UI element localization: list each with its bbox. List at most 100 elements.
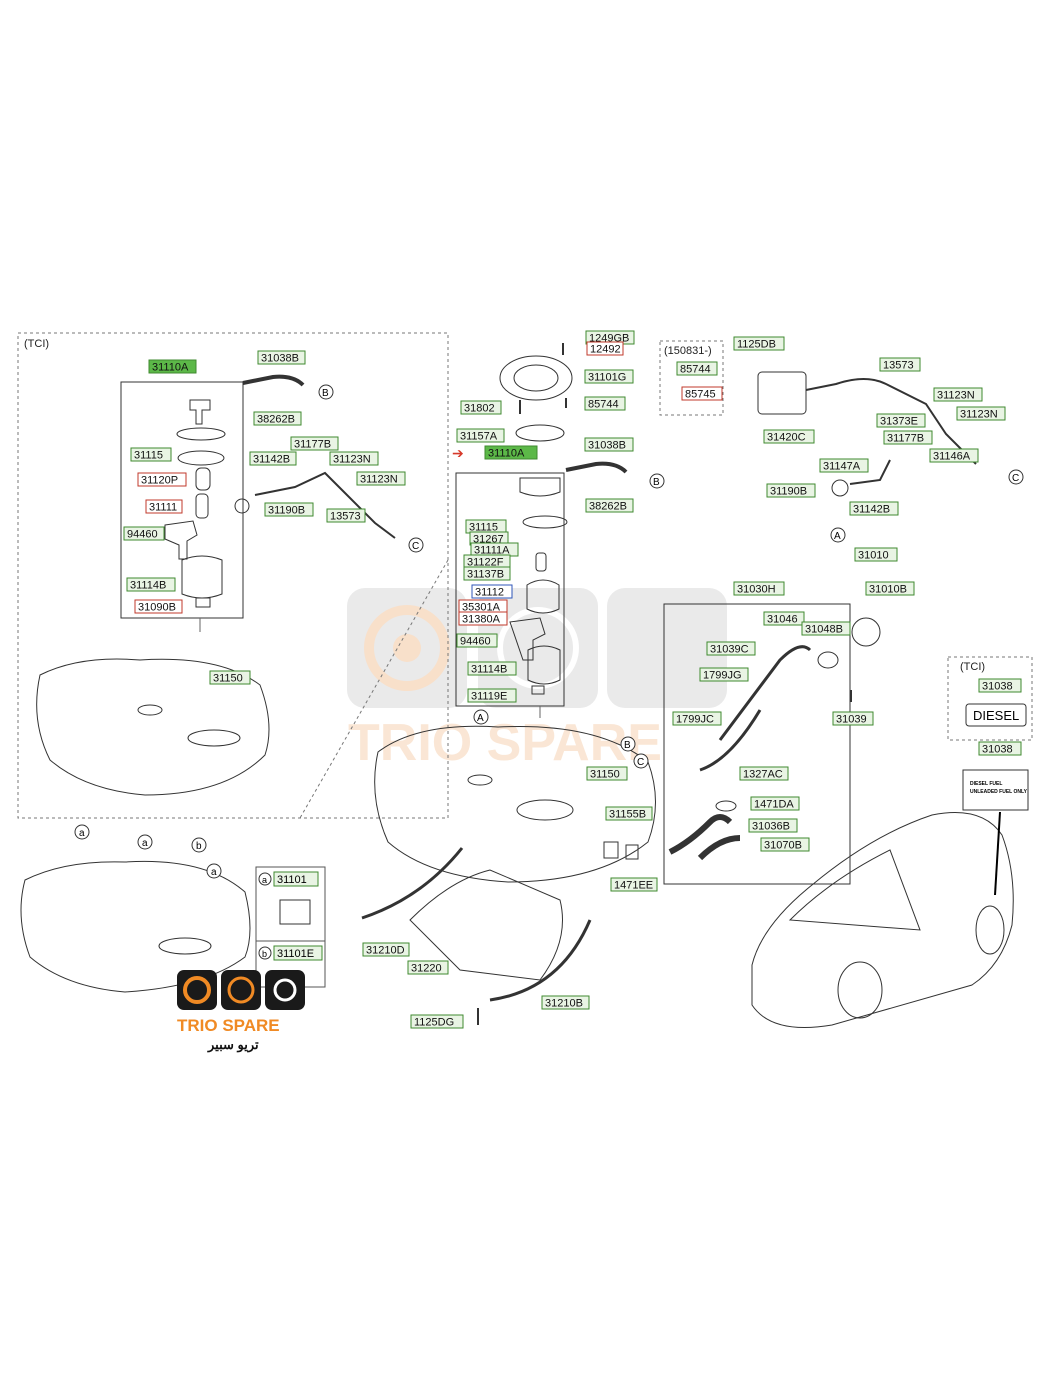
part-number-text: 31111A xyxy=(474,545,510,557)
part-label-r2[interactable]: 85745 xyxy=(681,386,723,401)
part-label-r3[interactable]: 1125DB xyxy=(733,336,785,351)
part-label-r10[interactable]: 31146A xyxy=(929,448,979,463)
part-label-r25[interactable]: 31036B xyxy=(748,818,798,833)
part-label-l12[interactable]: 31123N xyxy=(329,451,379,466)
part-number-text: 31210D xyxy=(366,945,405,957)
part-label-c7[interactable]: 31110A xyxy=(484,445,538,460)
part-label-l1[interactable]: 31110A xyxy=(148,359,197,374)
part-label-r4[interactable]: 31420C xyxy=(763,429,815,444)
part-label-r12[interactable]: 31190B xyxy=(766,483,816,498)
watermark-brand: TRIO SPARE xyxy=(348,714,662,772)
part-label-l13[interactable]: 31123N xyxy=(356,471,406,486)
part-label-c18[interactable]: 94460 xyxy=(456,633,498,648)
part-label-c20[interactable]: 31119E xyxy=(467,688,517,703)
part-number-text: 31114B xyxy=(130,580,166,592)
part-label-c13[interactable]: 31122F xyxy=(463,554,511,569)
part-label-r27[interactable]: 31038 xyxy=(978,678,1022,693)
part-label-c26[interactable]: 31210B xyxy=(541,995,590,1010)
part-label-box xyxy=(584,437,634,452)
part-label-c27[interactable]: 1125DG xyxy=(410,1014,464,1029)
part-label-l6[interactable]: 31111 xyxy=(145,499,183,514)
part-label-box xyxy=(148,359,197,374)
part-label-r13[interactable]: 31142B xyxy=(849,501,899,516)
part-label-c16[interactable]: 35301A xyxy=(458,599,508,614)
part-label-r19[interactable]: 31039C xyxy=(706,641,756,656)
legend-b-part: 31101E xyxy=(277,948,314,960)
part-label-c21[interactable]: 31150 xyxy=(586,766,628,781)
part-label-c25[interactable]: 31220 xyxy=(407,960,449,975)
part-label-l2[interactable]: 31038B xyxy=(257,350,306,365)
part-label-r5[interactable]: 13573 xyxy=(879,357,921,372)
part-label-box xyxy=(458,611,508,626)
part-label-l15[interactable]: 13573 xyxy=(326,508,366,523)
part-label-l7[interactable]: 94460 xyxy=(123,526,165,541)
part-label-c23[interactable]: 1471EE xyxy=(610,877,658,892)
part-label-box xyxy=(586,766,628,781)
part-label-r9[interactable]: 31177B xyxy=(883,430,933,445)
part-label-r6[interactable]: 31373E xyxy=(876,413,926,428)
part-label-c10[interactable]: 31115 xyxy=(465,519,507,534)
part-label-c14[interactable]: 31137B xyxy=(463,566,511,581)
part-number-text: 13573 xyxy=(330,511,361,523)
part-label-r18[interactable]: 31048B xyxy=(801,621,851,636)
part-label-c5[interactable]: 85744 xyxy=(584,396,626,411)
part-number-text: 85744 xyxy=(588,399,619,411)
part-label-box xyxy=(849,501,899,516)
part-number-text: 31039 xyxy=(836,714,867,726)
part-label-c9[interactable]: 38262B xyxy=(585,498,634,513)
ref-a-1: a xyxy=(79,828,85,839)
part-label-r8[interactable]: 31123N xyxy=(956,406,1006,421)
part-label-r26[interactable]: 31070B xyxy=(760,837,810,852)
part-label-l16[interactable]: 31150 xyxy=(209,670,251,685)
part-label-c8[interactable]: 31038B xyxy=(584,437,634,452)
part-label-r23[interactable]: 1327AC xyxy=(739,766,789,781)
part-label-c17[interactable]: 31380A xyxy=(458,611,508,626)
part-label-c19[interactable]: 31114B xyxy=(467,661,517,676)
part-label-r16[interactable]: 31030H xyxy=(733,581,785,596)
part-label-r7[interactable]: 31123N xyxy=(933,387,983,402)
fuel-label-line-2: UNLEADED FUEL ONLY xyxy=(970,789,1028,795)
part-label-l5[interactable]: 31120P xyxy=(137,472,187,487)
part-label-c3[interactable]: 31101G xyxy=(584,369,634,384)
part-label-r11[interactable]: 31147A xyxy=(819,458,869,473)
part-label-r17[interactable]: 31046 xyxy=(763,611,805,626)
part-label-box xyxy=(362,942,410,957)
part-number-text: 31142B xyxy=(253,454,290,466)
part-label-box xyxy=(763,611,805,626)
part-label-l11[interactable]: 31142B xyxy=(249,451,297,466)
part-label-box xyxy=(584,369,634,384)
part-number-text: 38262B xyxy=(257,414,295,426)
part-number-text: 31110A xyxy=(488,448,525,460)
part-label-l3[interactable]: 38262B xyxy=(253,411,302,426)
part-label-r24[interactable]: 1471DA xyxy=(750,796,800,811)
part-label-c4[interactable]: 31802 xyxy=(460,400,502,415)
part-label-box xyxy=(249,451,297,466)
part-label-l14[interactable]: 31190B xyxy=(264,502,314,517)
part-label-l4[interactable]: 31115 xyxy=(130,447,172,462)
part-label-c6[interactable]: 31157A xyxy=(456,428,505,443)
part-label-r22[interactable]: 1799JC xyxy=(672,711,722,726)
part-label-l10[interactable]: 31177B xyxy=(290,436,339,451)
part-label-r1[interactable]: 85744 xyxy=(676,361,718,376)
part-label-l9[interactable]: 31090B xyxy=(134,599,183,614)
part-label-c2[interactable]: 12492 xyxy=(586,341,624,356)
part-labels: 31110A31038B38262B3111531120P31111944603… xyxy=(123,330,1022,1029)
part-label-r28[interactable]: 31038 xyxy=(978,741,1022,756)
part-label-c12[interactable]: 31111A xyxy=(470,542,519,557)
part-label-l8[interactable]: 31114B xyxy=(126,577,176,592)
part-label-c15[interactable]: 31112 xyxy=(471,584,513,599)
part-number-text: 31142B xyxy=(853,504,890,516)
part-number-text: 31038B xyxy=(588,440,626,452)
part-number-text: 1471DA xyxy=(754,799,794,811)
part-label-c22[interactable]: 31155B xyxy=(605,806,653,821)
part-label-box xyxy=(676,361,718,376)
part-number-text: 31123N xyxy=(333,454,371,466)
part-label-r21[interactable]: 31039 xyxy=(832,711,874,726)
part-label-r20[interactable]: 1799JG xyxy=(699,667,749,682)
part-label-r15[interactable]: 31010B xyxy=(865,581,915,596)
variant-tci-right: (TCI) xyxy=(960,661,985,673)
part-label-r14[interactable]: 31010 xyxy=(854,547,898,562)
ref-b-center: B xyxy=(653,477,660,488)
part-number-text: 31123N xyxy=(960,409,998,421)
part-label-c24[interactable]: 31210D xyxy=(362,942,410,957)
